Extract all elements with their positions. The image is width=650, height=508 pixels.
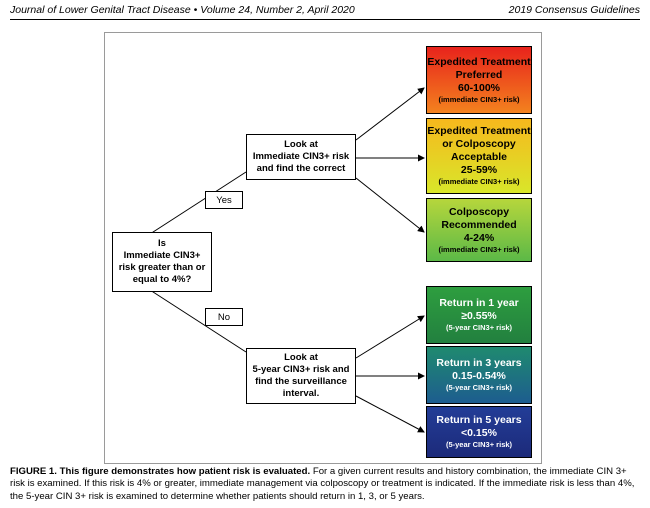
outcome-title: Expedited Treatment xyxy=(427,125,531,137)
arrow-to-return-1-year xyxy=(355,315,425,359)
outcome-sublabel: (5-year CIN3+ risk) xyxy=(445,440,513,449)
outcome-title: Recommended xyxy=(441,218,517,231)
caption-label: FIGURE 1. xyxy=(10,466,57,477)
caption-body: For a given current results and history … xyxy=(10,466,635,502)
outcome-return-1-year: Return in 1 year ≥0.55% (5-year CIN3+ ri… xyxy=(426,286,532,344)
outcome-sublabel: (5-year CIN3+ risk) xyxy=(445,383,513,392)
start-line-1: Is xyxy=(158,238,166,249)
outcome-range: 0.15-0.54% xyxy=(452,370,506,382)
fiveyear-line-2: 5-year CIN3+ risk and xyxy=(252,364,350,375)
outcome-colposcopy-recommended: Colposcopy Recommended 4-24% (immediate … xyxy=(426,198,532,262)
immediate-line-1: Look at xyxy=(284,139,318,150)
immediate-line-3: and find the correct xyxy=(256,163,346,174)
outcome-sublabel: (immediate CIN3+ risk) xyxy=(438,244,520,254)
start-line-2: Immediate CIN3+ xyxy=(123,250,201,261)
outcome-title: Expedited Treatment xyxy=(427,55,531,68)
outcome-return-5-years: Return in 5 years <0.15% (5-year CIN3+ r… xyxy=(426,406,532,458)
outcome-expedited-treatment-preferred: Expedited Treatment Preferred 60-100% (i… xyxy=(426,46,532,114)
caption-bold-lead: This figure demonstrates how patient ris… xyxy=(59,466,311,477)
fiveyear-line-4: interval. xyxy=(282,388,320,399)
figure-frame xyxy=(104,32,542,464)
outcome-expedited-or-colposcopy: Expedited Treatment or Colposcopy Accept… xyxy=(426,118,532,194)
outcome-sublabel: (immediate CIN3+ risk) xyxy=(438,177,520,186)
outcome-title: Return in 1 year xyxy=(439,297,519,309)
outcome-range: 4-24% xyxy=(463,231,495,244)
outcome-range: 25-59% xyxy=(460,164,498,176)
outcome-title: Return in 5 years xyxy=(436,414,522,426)
start-line-4: equal to 4%? xyxy=(132,274,192,285)
immediate-risk-node: Look at Immediate CIN3+ risk and find th… xyxy=(246,134,356,180)
connector-start-to-immediate xyxy=(149,171,247,235)
five-year-risk-node: Look at 5-year CIN3+ risk and find the s… xyxy=(246,348,356,404)
fiveyear-line-3: find the surveillance xyxy=(255,376,347,387)
outcome-title: or Colposcopy xyxy=(442,138,516,150)
arrow-to-return-5-years xyxy=(355,395,425,433)
running-header: Journal of Lower Genital Tract Disease •… xyxy=(10,2,640,20)
arrow-to-expedited-preferred xyxy=(355,87,425,141)
outcome-range: 60-100% xyxy=(457,81,501,94)
journal-issue-line: Journal of Lower Genital Tract Disease •… xyxy=(10,4,355,16)
figure-caption: FIGURE 1. This figure demonstrates how p… xyxy=(10,466,642,503)
outcome-sublabel: (immediate CIN3+ risk) xyxy=(438,94,520,104)
branch-label-no: No xyxy=(205,308,243,326)
outcome-title: Return in 3 years xyxy=(436,357,522,369)
immediate-line-2: Immediate CIN3+ risk xyxy=(252,151,350,162)
issue-info: Volume 24, Number 2, April 2020 xyxy=(200,4,355,16)
connector-start-to-fiveyear xyxy=(149,289,247,353)
outcome-sublabel: (5-year CIN3+ risk) xyxy=(445,323,513,332)
header-bullet: • xyxy=(193,4,198,16)
section-name: 2019 Consensus Guidelines xyxy=(508,4,640,16)
outcome-title: Acceptable xyxy=(450,151,508,163)
start-decision-node: Is Immediate CIN3+ risk greater than or … xyxy=(112,232,212,292)
branch-label-yes: Yes xyxy=(205,191,243,209)
outcome-title: Colposcopy xyxy=(448,205,510,218)
start-line-3: risk greater than or xyxy=(118,262,206,273)
outcome-range: ≥0.55% xyxy=(461,310,497,322)
arrow-to-colposcopy xyxy=(355,177,425,233)
outcome-range: <0.15% xyxy=(461,427,497,439)
header-rule xyxy=(10,19,640,20)
journal-name: Journal of Lower Genital Tract Disease xyxy=(10,4,191,16)
outcome-return-3-years: Return in 3 years 0.15-0.54% (5-year CIN… xyxy=(426,346,532,404)
outcome-title: Preferred xyxy=(455,68,503,81)
fiveyear-line-1: Look at xyxy=(284,352,318,363)
